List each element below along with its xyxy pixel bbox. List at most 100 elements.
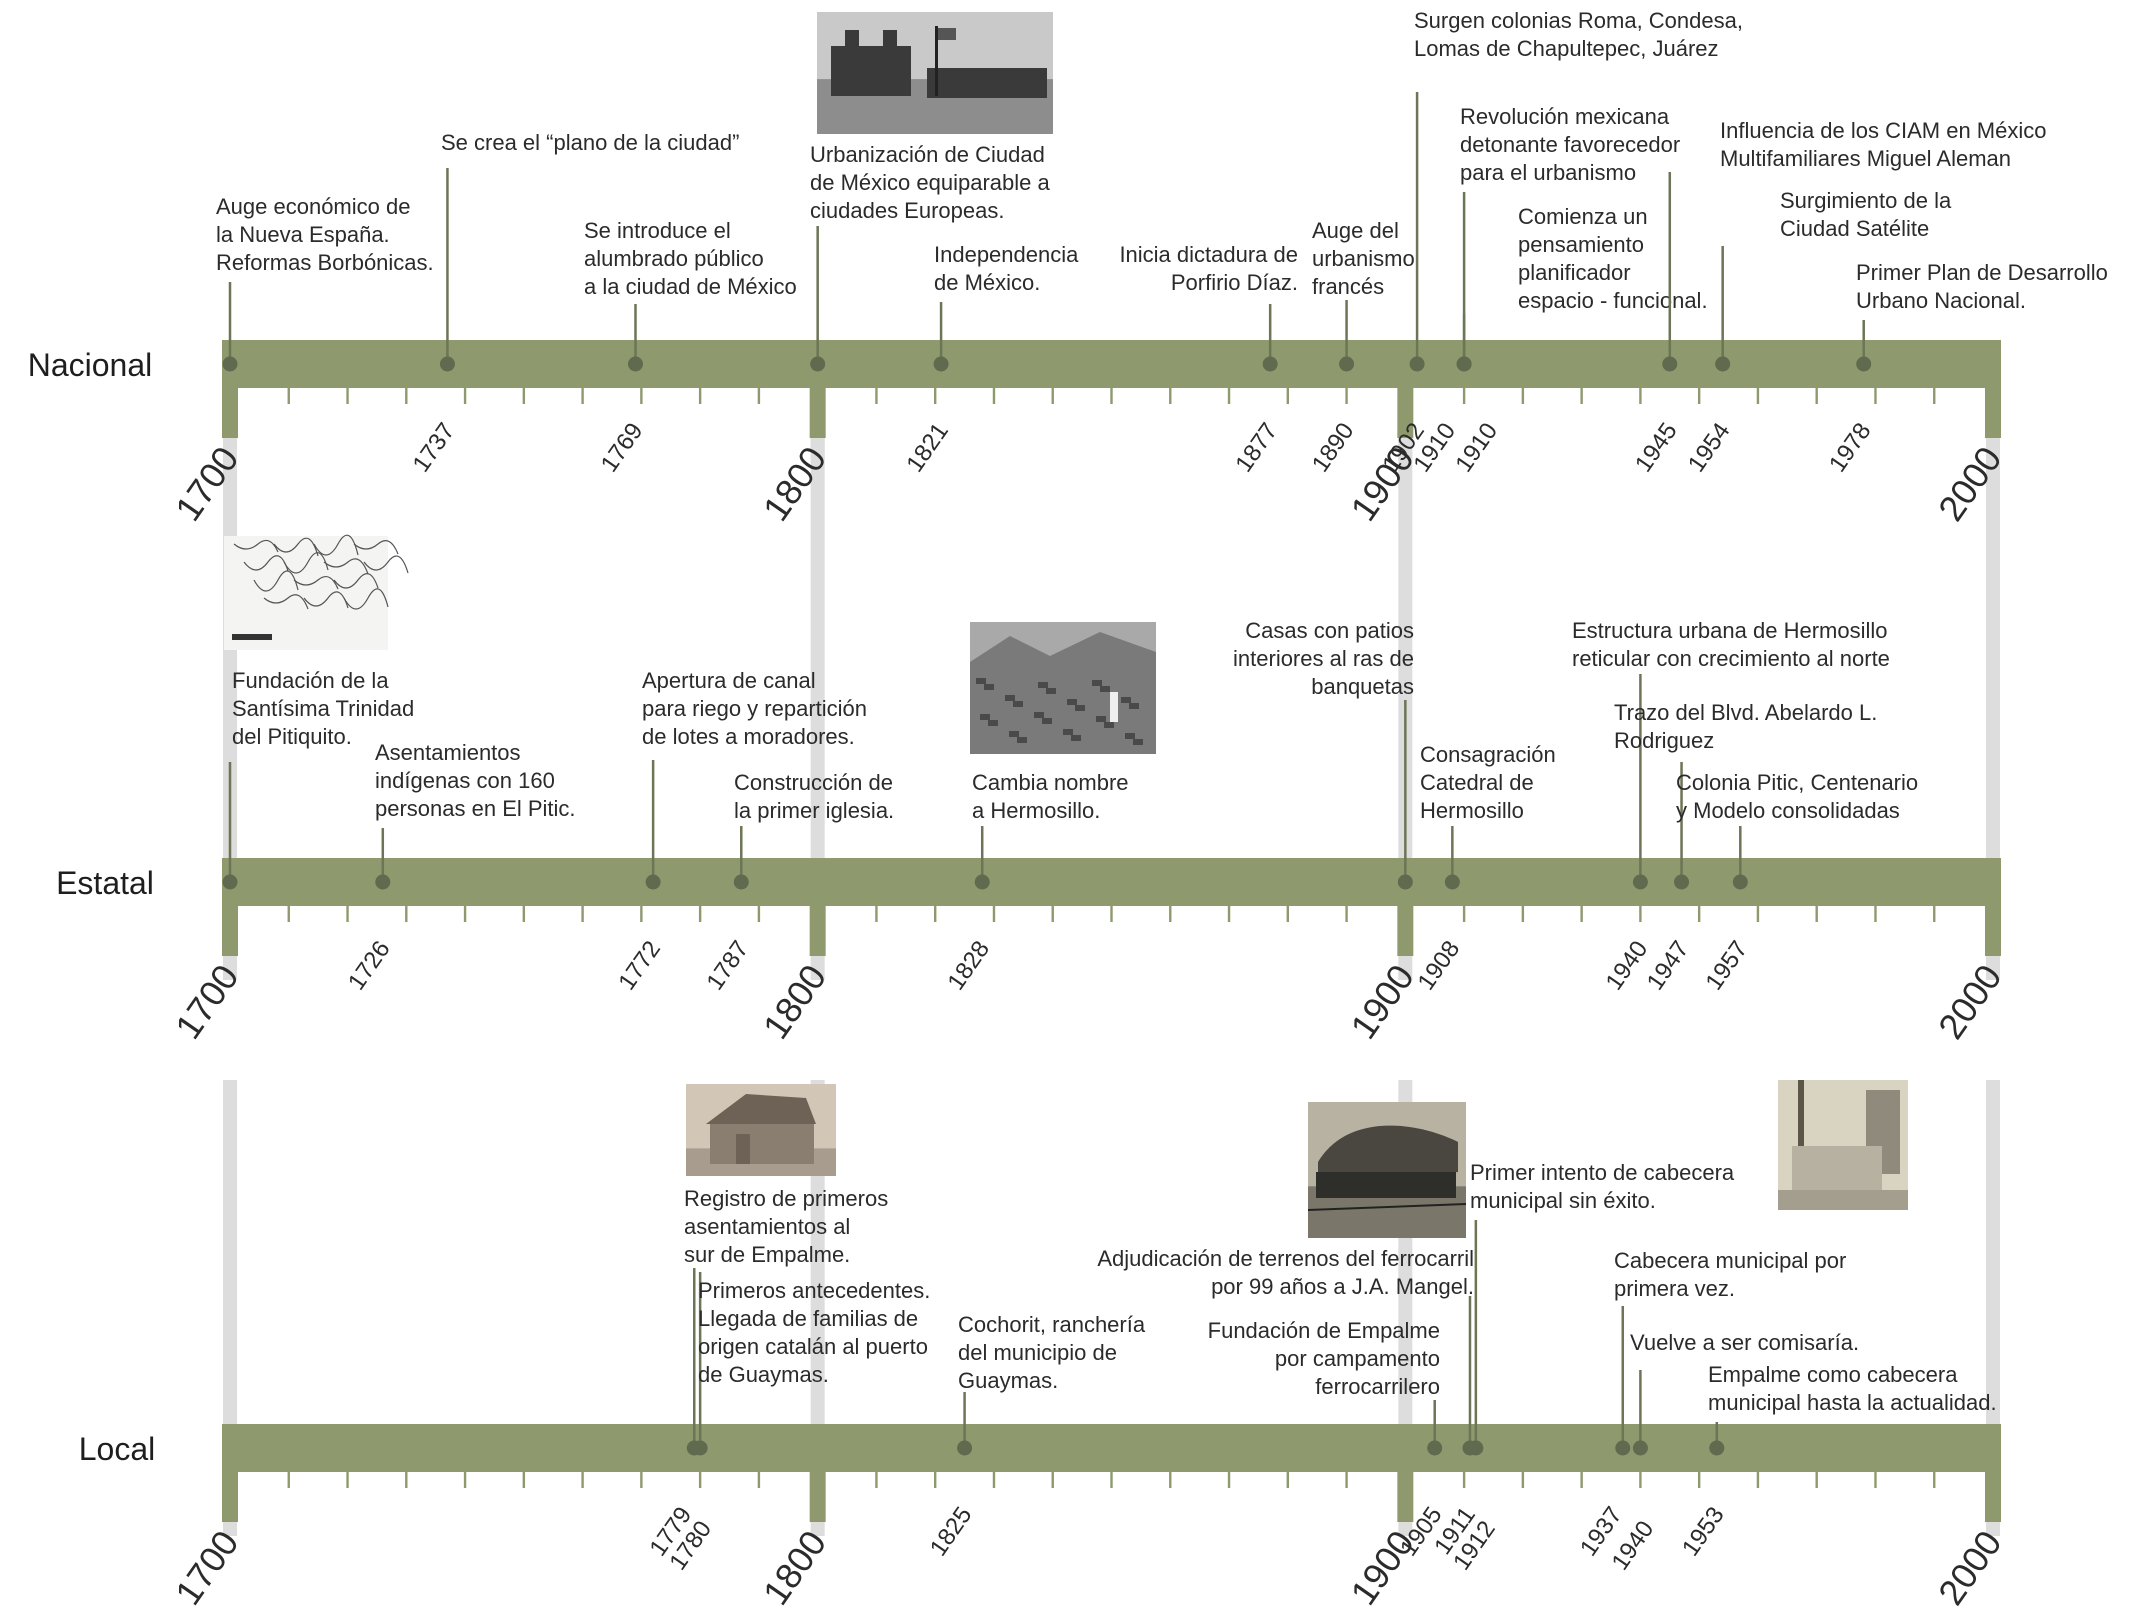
minor-tick xyxy=(1110,388,1113,404)
event-marker xyxy=(375,874,391,890)
minor-tick xyxy=(346,388,349,404)
event-marker xyxy=(1674,874,1690,890)
minor-tick xyxy=(1051,1472,1054,1488)
event-marker xyxy=(1262,356,1278,372)
minor-tick xyxy=(1697,906,1701,922)
minor-tick xyxy=(1286,1472,1289,1488)
event-label: Primeros antecedentes.Llegada de familia… xyxy=(698,1278,930,1387)
event-marker xyxy=(645,874,661,890)
minor-tick xyxy=(463,906,467,922)
hermosillo-photo xyxy=(970,622,1156,754)
minor-tick xyxy=(1697,1472,1701,1488)
minor-tick xyxy=(1521,388,1525,404)
minor-tick xyxy=(463,1472,467,1488)
minor-tick xyxy=(1580,906,1583,922)
event-marker xyxy=(1632,1440,1648,1456)
minor-tick xyxy=(992,388,996,404)
minor-tick xyxy=(1169,906,1172,922)
event-year-label: 1825 xyxy=(925,1502,978,1561)
minor-tick xyxy=(581,906,584,922)
minor-tick xyxy=(1580,1472,1583,1488)
event-marker xyxy=(933,356,949,372)
event-year-label: 1890 xyxy=(1307,418,1360,477)
minor-tick xyxy=(1874,1472,1877,1488)
minor-tick xyxy=(1286,906,1289,922)
minor-tick xyxy=(757,388,761,404)
event-marker xyxy=(222,356,238,372)
minor-tick xyxy=(698,906,702,922)
century-tick xyxy=(222,906,238,956)
minor-tick xyxy=(1697,388,1701,404)
event-marker xyxy=(222,874,238,890)
century-tick xyxy=(1397,388,1414,438)
minor-tick xyxy=(1874,388,1877,404)
minor-tick xyxy=(1345,906,1348,922)
minor-tick xyxy=(346,906,349,922)
century-tick xyxy=(1985,388,2001,438)
event-label: Adjudicación de terrenos del ferrocarril… xyxy=(1097,1246,1474,1299)
event-marker xyxy=(439,356,455,372)
minor-tick xyxy=(522,906,526,922)
minor-tick xyxy=(1462,906,1466,922)
map-sketch xyxy=(224,534,409,650)
minor-tick xyxy=(1110,906,1113,922)
minor-tick xyxy=(1521,1472,1525,1488)
minor-tick xyxy=(1815,906,1818,922)
event-label: Surgen colonias Roma, Condesa,Lomas de C… xyxy=(1414,8,1743,61)
event-marker xyxy=(1615,1440,1631,1456)
event-year-label: 1957 xyxy=(1700,936,1753,995)
minor-tick xyxy=(522,388,526,404)
event-year-label: 1821 xyxy=(901,418,954,477)
minor-tick xyxy=(1227,906,1231,922)
event-year-label: 1908 xyxy=(1413,936,1466,995)
minor-tick xyxy=(1169,388,1172,404)
house-photo xyxy=(686,1084,836,1176)
event-year-label: 1978 xyxy=(1824,418,1877,477)
minor-tick xyxy=(640,388,643,404)
event-year-label: 1769 xyxy=(596,418,649,477)
event-year-label: 1940 xyxy=(1601,936,1654,995)
minor-tick xyxy=(1345,1472,1348,1488)
event-label: Trazo del Blvd. Abelardo L.Rodriguez xyxy=(1614,700,1877,753)
minor-tick xyxy=(405,906,408,922)
minor-tick xyxy=(346,1472,349,1488)
minor-tick xyxy=(1580,388,1583,404)
event-marker xyxy=(692,1440,708,1456)
event-marker xyxy=(1397,874,1413,890)
timeline-band-local xyxy=(222,1424,2001,1472)
event-marker xyxy=(1339,356,1355,372)
event-year-label: 1953 xyxy=(1677,1502,1730,1561)
train-photo xyxy=(1307,1102,1467,1238)
event-marker xyxy=(1456,356,1472,372)
event-marker xyxy=(810,356,826,372)
minor-tick xyxy=(287,906,290,922)
minor-tick xyxy=(1521,906,1525,922)
event-label: Se crea el “plano de la ciudad” xyxy=(441,130,739,155)
event-year-label: 1828 xyxy=(942,936,995,995)
century-tick xyxy=(1985,1472,2001,1522)
minor-tick xyxy=(1051,388,1054,404)
century-tick xyxy=(1397,906,1414,956)
